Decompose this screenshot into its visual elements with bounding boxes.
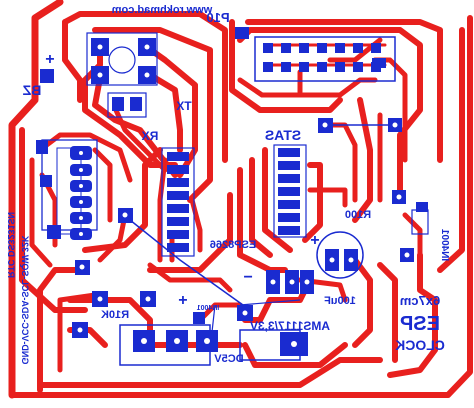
dc-label: DC5V xyxy=(214,353,244,365)
stas-pads xyxy=(278,148,300,235)
copper-traces xyxy=(8,0,473,399)
cap-minus: − xyxy=(243,269,252,286)
esp8266-pads xyxy=(167,152,189,252)
silkscreen-labels: www.rokhmad.com P10 RTC DS3231SN GND-VCC… xyxy=(6,4,450,365)
size-label: 6x7cm xyxy=(400,293,440,308)
cap-plus: + xyxy=(310,232,319,249)
url-label: www.rokhmad.com xyxy=(112,4,214,16)
p10-header-pads xyxy=(263,43,381,72)
ams-label: AMS1117/3,3V xyxy=(250,319,330,333)
dc-plus: + xyxy=(178,292,187,309)
rx-label: RX xyxy=(142,129,159,143)
esp8266-label: ESP8266 xyxy=(210,239,256,251)
rtc-label: RTC DS3231SN xyxy=(6,212,16,278)
in4001-right-label: IN4001 xyxy=(439,228,450,261)
bz-label: BZ xyxy=(22,82,41,98)
tx-label: TX xyxy=(176,99,191,113)
stas-label: STAS xyxy=(265,127,301,143)
r10k-label: R10K xyxy=(101,309,129,321)
esp-label: ESP xyxy=(400,313,440,335)
p10-label: P10 xyxy=(206,10,229,25)
rtc-pins-label: GND-VCC-SDA-SCL-SQW-32K xyxy=(20,235,30,364)
bz-plus: + xyxy=(45,51,54,68)
cap-label: 100uF xyxy=(324,295,356,307)
clock-label: CLOCK xyxy=(395,337,445,353)
drill-holes xyxy=(77,44,410,347)
r100-label: R100 xyxy=(345,209,371,221)
in4001-small-label: IN4001 xyxy=(197,305,220,312)
